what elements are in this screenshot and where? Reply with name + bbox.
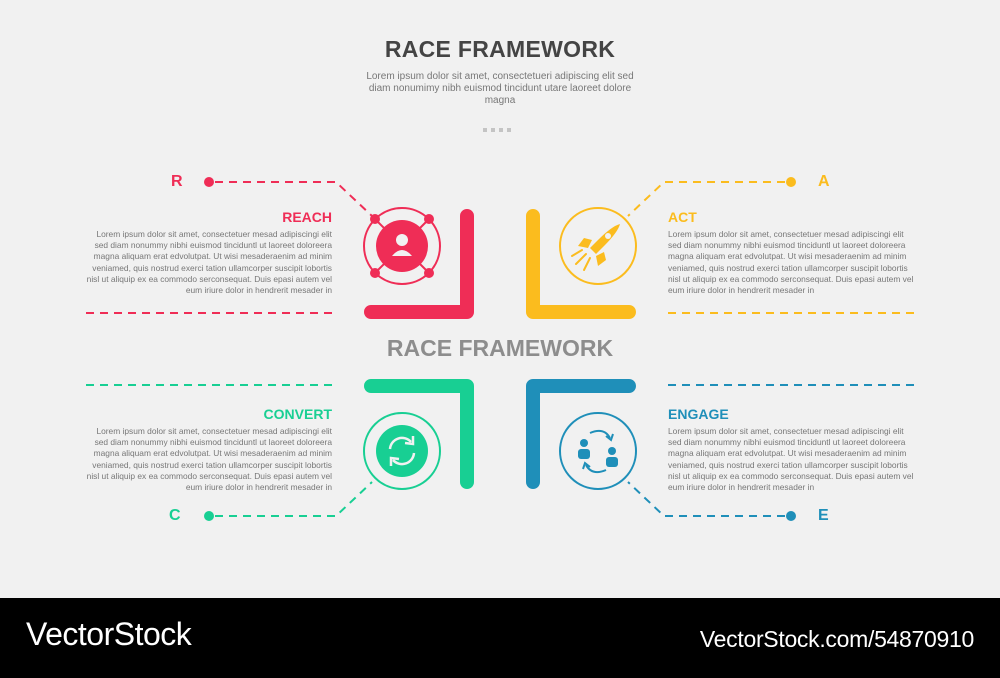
act-connector <box>627 181 914 314</box>
engage-description: Lorem ipsum dolor sit amet, consectetuer… <box>668 426 914 493</box>
watermark-footer: VectorStock VectorStock.com/54870910 <box>0 598 1000 678</box>
act-bracket <box>526 209 636 319</box>
brand-logo: VectorStock <box>26 616 192 652</box>
infographic-canvas: RACE FRAMEWORK Lorem ipsum dolor sit ame… <box>86 36 914 524</box>
convert-connector <box>86 384 373 517</box>
engage-label: ENGAGE <box>668 406 729 422</box>
convert-bracket <box>364 379 474 489</box>
framework-graphic <box>86 177 914 521</box>
divider-dots <box>483 119 519 132</box>
engage-letter: E <box>818 507 829 524</box>
engage-connector <box>627 384 914 517</box>
reach-label: REACH <box>282 209 332 225</box>
act-dot <box>786 177 796 187</box>
engage-bracket <box>526 379 636 489</box>
rocket-icon <box>559 207 637 285</box>
act-label: ACT <box>668 209 697 225</box>
people-network-icon <box>363 207 441 285</box>
page-title: RACE FRAMEWORK <box>384 36 616 62</box>
reach-connector <box>86 181 373 314</box>
page-subtitle: Lorem ipsum dolor sit amet, consectetuer… <box>366 71 634 106</box>
reach-description: Lorem ipsum dolor sit amet, consectetuer… <box>86 229 332 296</box>
image-id-label: VectorStock.com/54870910 <box>699 626 974 652</box>
reach-bracket <box>364 209 474 319</box>
convert-label: CONVERT <box>263 406 332 422</box>
refresh-cycle-icon <box>363 412 441 490</box>
convert-letter: C <box>169 507 181 524</box>
act-letter: A <box>818 173 830 190</box>
center-title: RACE FRAMEWORK <box>386 335 614 361</box>
engage-dot <box>786 511 796 521</box>
reach-dot <box>204 177 214 187</box>
convert-description: Lorem ipsum dolor sit amet, consectetuer… <box>86 426 332 493</box>
reach-letter: R <box>171 173 183 190</box>
act-description: Lorem ipsum dolor sit amet, consectetuer… <box>668 229 914 296</box>
people-exchange-icon <box>559 412 637 490</box>
convert-dot <box>204 511 214 521</box>
